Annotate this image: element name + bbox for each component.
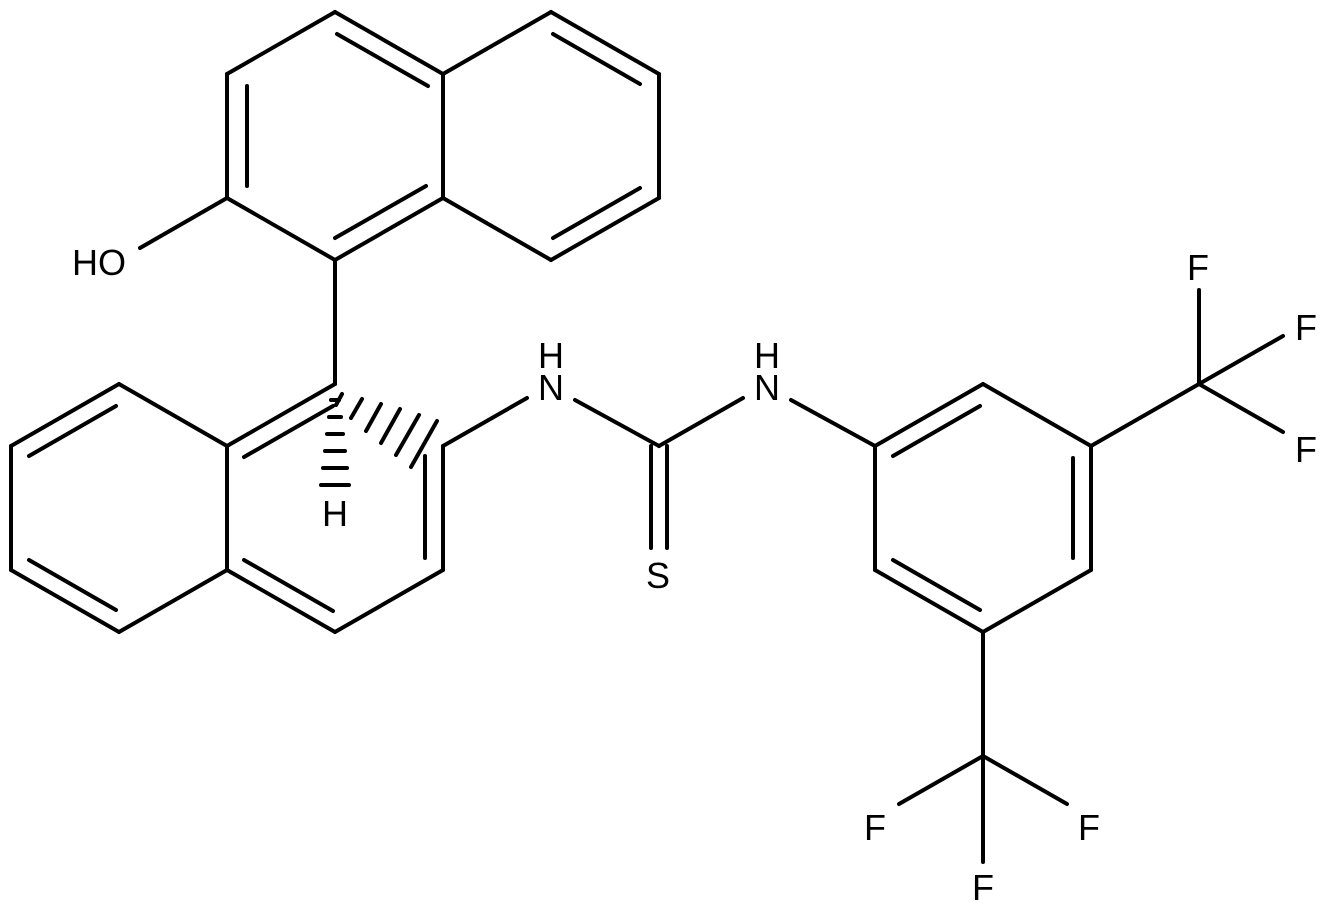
cf3-top-f1-label: F <box>1187 247 1209 288</box>
cf3-top-group <box>1089 288 1285 448</box>
cf3-bottom-f2-label: F <box>1078 807 1100 848</box>
cf3-bottom-f3-label: F <box>972 867 994 908</box>
lower-naphthalene-ring-c <box>225 382 445 634</box>
hydroxyl-label: HO <box>72 242 126 283</box>
stereo-h-hashed-bond <box>319 398 351 487</box>
cf3-bottom-group <box>897 630 1069 864</box>
thione-s-label: S <box>646 555 670 596</box>
hydroxyl-bond <box>138 196 229 250</box>
thiourea-linker <box>441 396 877 550</box>
nh-left-h-label: H <box>538 335 564 376</box>
lower-naphthalene-ring-d <box>9 382 229 634</box>
upper-naphthalene-ring-b <box>441 10 661 262</box>
upper-naphthalene-ring-a <box>225 10 445 262</box>
nh-left-n-label: N <box>538 367 564 408</box>
cf3-top-f2-label: F <box>1295 307 1317 348</box>
cf3-bottom-f1-label: F <box>864 807 886 848</box>
nh-right-h-label: H <box>754 335 780 376</box>
cf3-top-f3-label: F <box>1295 429 1317 470</box>
hashed-wedge-bond <box>334 392 439 469</box>
aryl-ring <box>873 382 1093 634</box>
nh-right-n-label: N <box>754 367 780 408</box>
stereo-h-label: H <box>322 493 348 534</box>
